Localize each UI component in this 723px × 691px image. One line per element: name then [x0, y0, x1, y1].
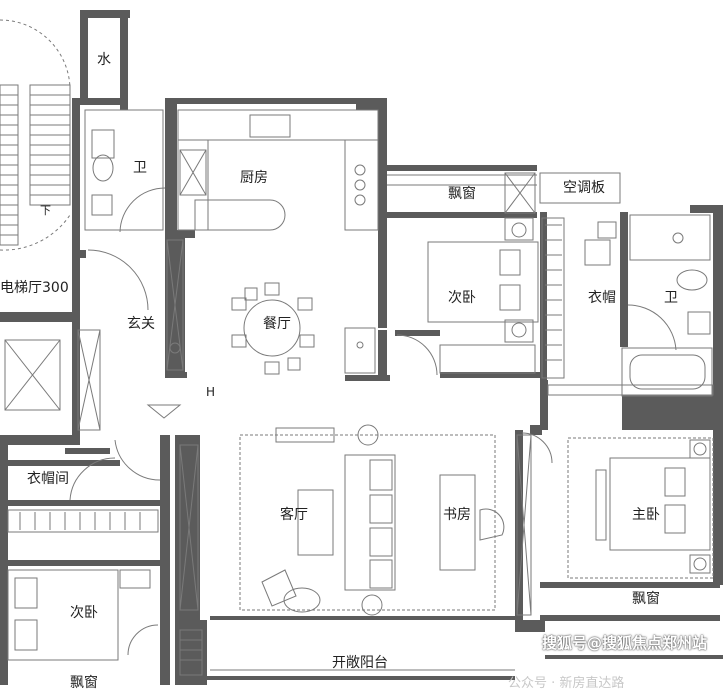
label-bedroom-top: 次卧 — [448, 290, 476, 306]
label-bay-window-bottom: 飘窗 — [70, 675, 98, 691]
label-balcony: 开敞阳台 — [332, 655, 388, 671]
label-elevator-hall: 电梯厅300 — [0, 280, 69, 296]
label-h-mark: H — [206, 385, 216, 399]
watermark-secondary: 公众号 · 新房直达路 — [508, 676, 625, 691]
label-bay-window-top: 飘窗 — [448, 186, 476, 202]
label-ac-board: 空调板 — [563, 180, 605, 196]
label-study: 书房 — [443, 507, 471, 523]
label-bay-window-right: 飘窗 — [632, 591, 660, 607]
label-water: 水 — [97, 52, 111, 68]
label-wardrobe-left: 衣帽间 — [27, 471, 69, 487]
label-living: 客厅 — [280, 507, 308, 523]
label-bath-right: 卫 — [664, 290, 678, 306]
label-dining: 餐厅 — [263, 316, 291, 332]
label-stair-down: 下 — [40, 204, 51, 217]
watermark-main: 搜狐号@搜狐焦点郑州站 — [542, 634, 708, 652]
label-kitchen: 厨房 — [240, 170, 268, 186]
thin-lines — [0, 19, 714, 676]
label-master-bedroom: 主卧 — [632, 507, 660, 523]
label-bedroom-left: 次卧 — [70, 605, 98, 621]
label-bath-left: 卫 — [133, 160, 147, 176]
label-entrance: 玄关 — [127, 316, 155, 332]
label-wardrobe-right: 衣帽 — [588, 290, 616, 306]
